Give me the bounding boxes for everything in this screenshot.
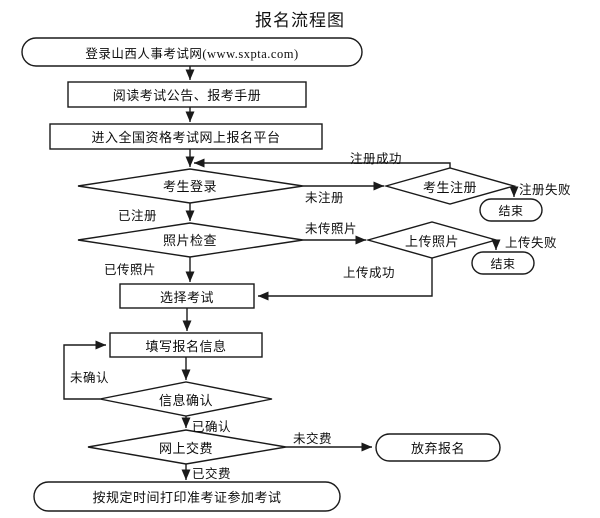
page-title: 报名流程图 (255, 11, 345, 30)
